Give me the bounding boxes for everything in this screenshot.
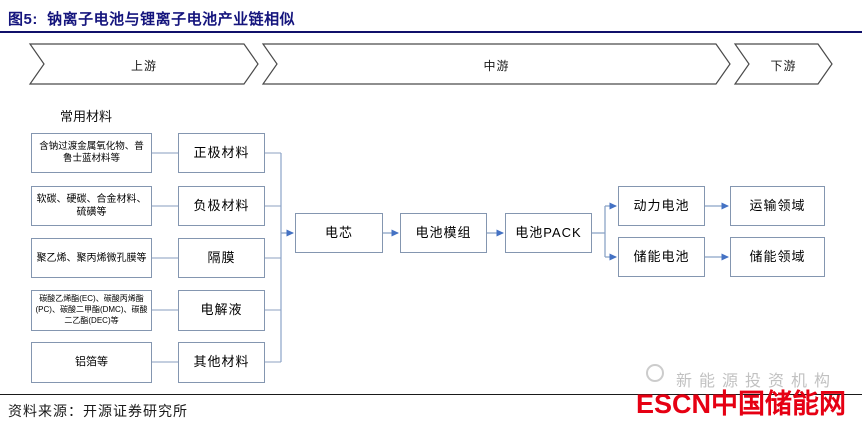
category-separator: 隔膜 [178,238,265,278]
material-input-other: 铝箔等 [31,342,152,383]
material-input-separator: 聚乙烯、聚丙烯微孔膜等 [31,238,152,278]
watermark-text: 新能源投资机构 [676,373,838,390]
material-input-anode: 软碳、硬碳、合金材料、硫磺等 [31,186,152,226]
watermark-icon [646,364,664,382]
category-other-material: 其他材料 [178,342,265,383]
escn-logo: ESCN中国储能网 [636,389,847,419]
node-storage-field: 储能领域 [730,237,825,277]
chevron-upstream [28,43,259,85]
node-transport-field: 运输领域 [730,186,825,226]
node-power-battery: 动力电池 [618,186,705,226]
chevron-downstream [733,43,833,85]
banner-label-midstream: 中游 [483,59,510,73]
material-input-cathode: 含钠过渡金属氧化物、普鲁士蓝材料等 [31,133,152,173]
material-input-electrolyte: 碳酸乙烯酯(EC)、碳酸丙烯酯(PC)、碳酸二甲酯(DMC)、碳酸二乙酯(DEC… [31,290,152,331]
materials-heading: 常用材料 [60,109,113,124]
stage-banner-chevrons [28,43,833,85]
banner-label-downstream: 下游 [770,59,797,73]
figure-title: 图5: 钠离子电池与锂离子电池产业链相似 [8,11,296,28]
node-storage-battery: 储能电池 [618,237,705,277]
category-electrolyte: 电解液 [178,290,265,331]
node-battery-module: 电池模组 [400,213,487,253]
footer-rule [0,394,862,395]
node-battery-pack: 电池PACK [505,213,592,253]
material-links [152,152,282,363]
flow-arrows [281,202,729,261]
title-underline [0,31,862,33]
category-anode-material: 负极材料 [178,186,265,226]
source-attribution: 资料来源：开源证券研究所 [8,404,188,420]
banner-label-upstream: 上游 [130,59,157,73]
chevron-midstream [261,43,731,85]
node-battery-cell: 电芯 [295,213,383,253]
category-cathode-material: 正极材料 [178,133,265,173]
